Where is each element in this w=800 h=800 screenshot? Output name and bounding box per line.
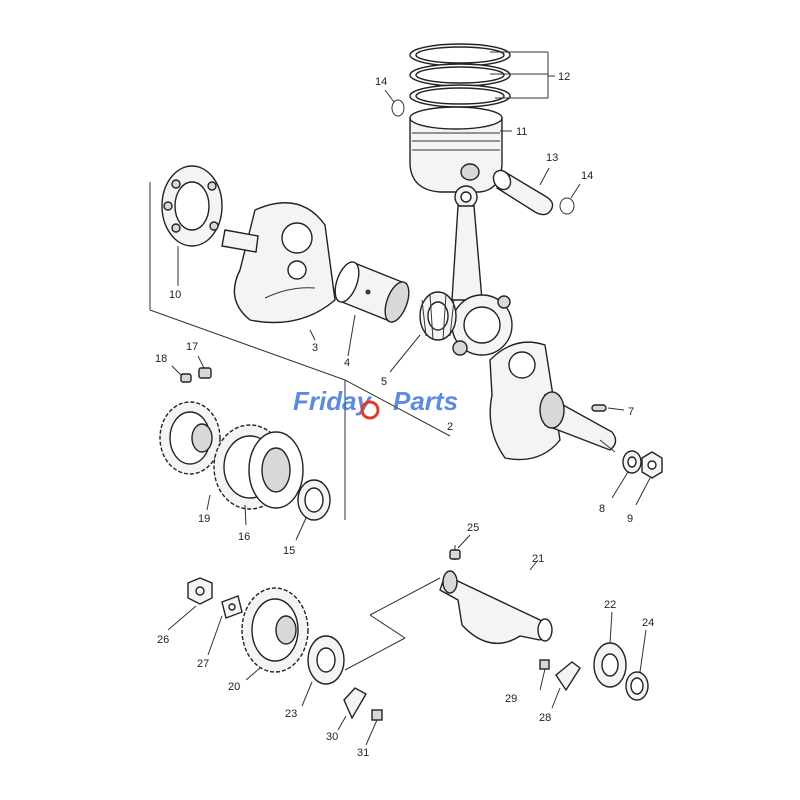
label-27: 27 [197,658,209,670]
circlip-right-icon [559,183,581,215]
lock-washer-27-icon [207,595,243,656]
watermark-text-left: Friday [293,386,373,416]
washer-icon [611,450,642,499]
label-5: 5 [381,376,387,388]
nut-26-icon [167,577,213,631]
plate-30-icon [337,687,367,731]
bearing-23-icon [301,635,345,707]
bolt-29-icon [539,659,550,691]
right-crank-half-icon [489,341,617,461]
bearing-22-icon [593,611,627,688]
piston-rings-icon [409,43,511,108]
label-31: 31 [357,747,369,759]
label-3: 3 [312,342,318,354]
label-22: 22 [604,599,616,611]
label-14-right: 14 [581,170,593,182]
oil-seal-24-icon [625,629,649,701]
piston-pin-icon [492,167,554,216]
label-13: 13 [546,152,558,164]
leader-lines-12 [490,51,555,99]
label-24: 24 [642,617,654,629]
watermark-logo: Friday Parts [293,386,458,420]
label-30: 30 [326,731,338,743]
gear-19-icon [159,401,221,475]
label-15: 15 [283,545,295,557]
plate-28-icon [551,661,581,709]
label-20: 20 [228,681,240,693]
nut-icon [635,451,663,506]
label-12: 12 [558,71,570,83]
shim-15-icon [295,479,331,541]
label-9: 9 [627,513,633,525]
label-25: 25 [467,522,479,534]
gear-16-icon [206,424,304,526]
label-8: 8 [599,503,605,515]
bolt-31-icon [365,709,383,746]
left-crank-half-icon [221,202,336,324]
label-7: 7 [628,406,634,418]
key-25-icon [449,534,471,560]
circlip-left-icon [384,89,405,117]
watermark-accent-ring [360,400,380,420]
watermark-text-right: Parts [393,386,458,416]
label-11: 11 [516,126,527,138]
label-10: 10 [169,289,181,301]
label-28: 28 [539,712,551,724]
needle-bearing-icon [419,291,457,341]
label-4: 4 [344,357,350,369]
pin-18-icon [171,365,192,383]
shaft-connection-lines [344,577,441,671]
woodruff-key-icon [591,404,625,412]
label-21: 21 [532,553,544,565]
connecting-rod-icon [451,185,513,356]
label-17: 17 [186,341,198,353]
label-23: 23 [285,708,297,720]
label-16: 16 [238,531,250,543]
piston-icon [409,106,512,193]
crank-pin-icon [334,261,410,323]
label-26: 26 [157,634,169,646]
label-29: 29 [505,693,517,705]
label-19: 19 [198,513,210,525]
main-bearing-left-icon [161,165,223,286]
gear-20-icon [241,587,309,681]
group-bracket-lines [149,182,451,520]
part-labels: 2 3 4 5 7 8 9 10 11 12 13 14 14 15 16 17… [155,71,654,759]
label-14-left: 14 [375,76,387,88]
balancer-shaft-icon [439,545,553,644]
label-2: 2 [447,421,453,433]
label-18: 18 [155,353,167,365]
pin-17-icon [197,355,212,379]
